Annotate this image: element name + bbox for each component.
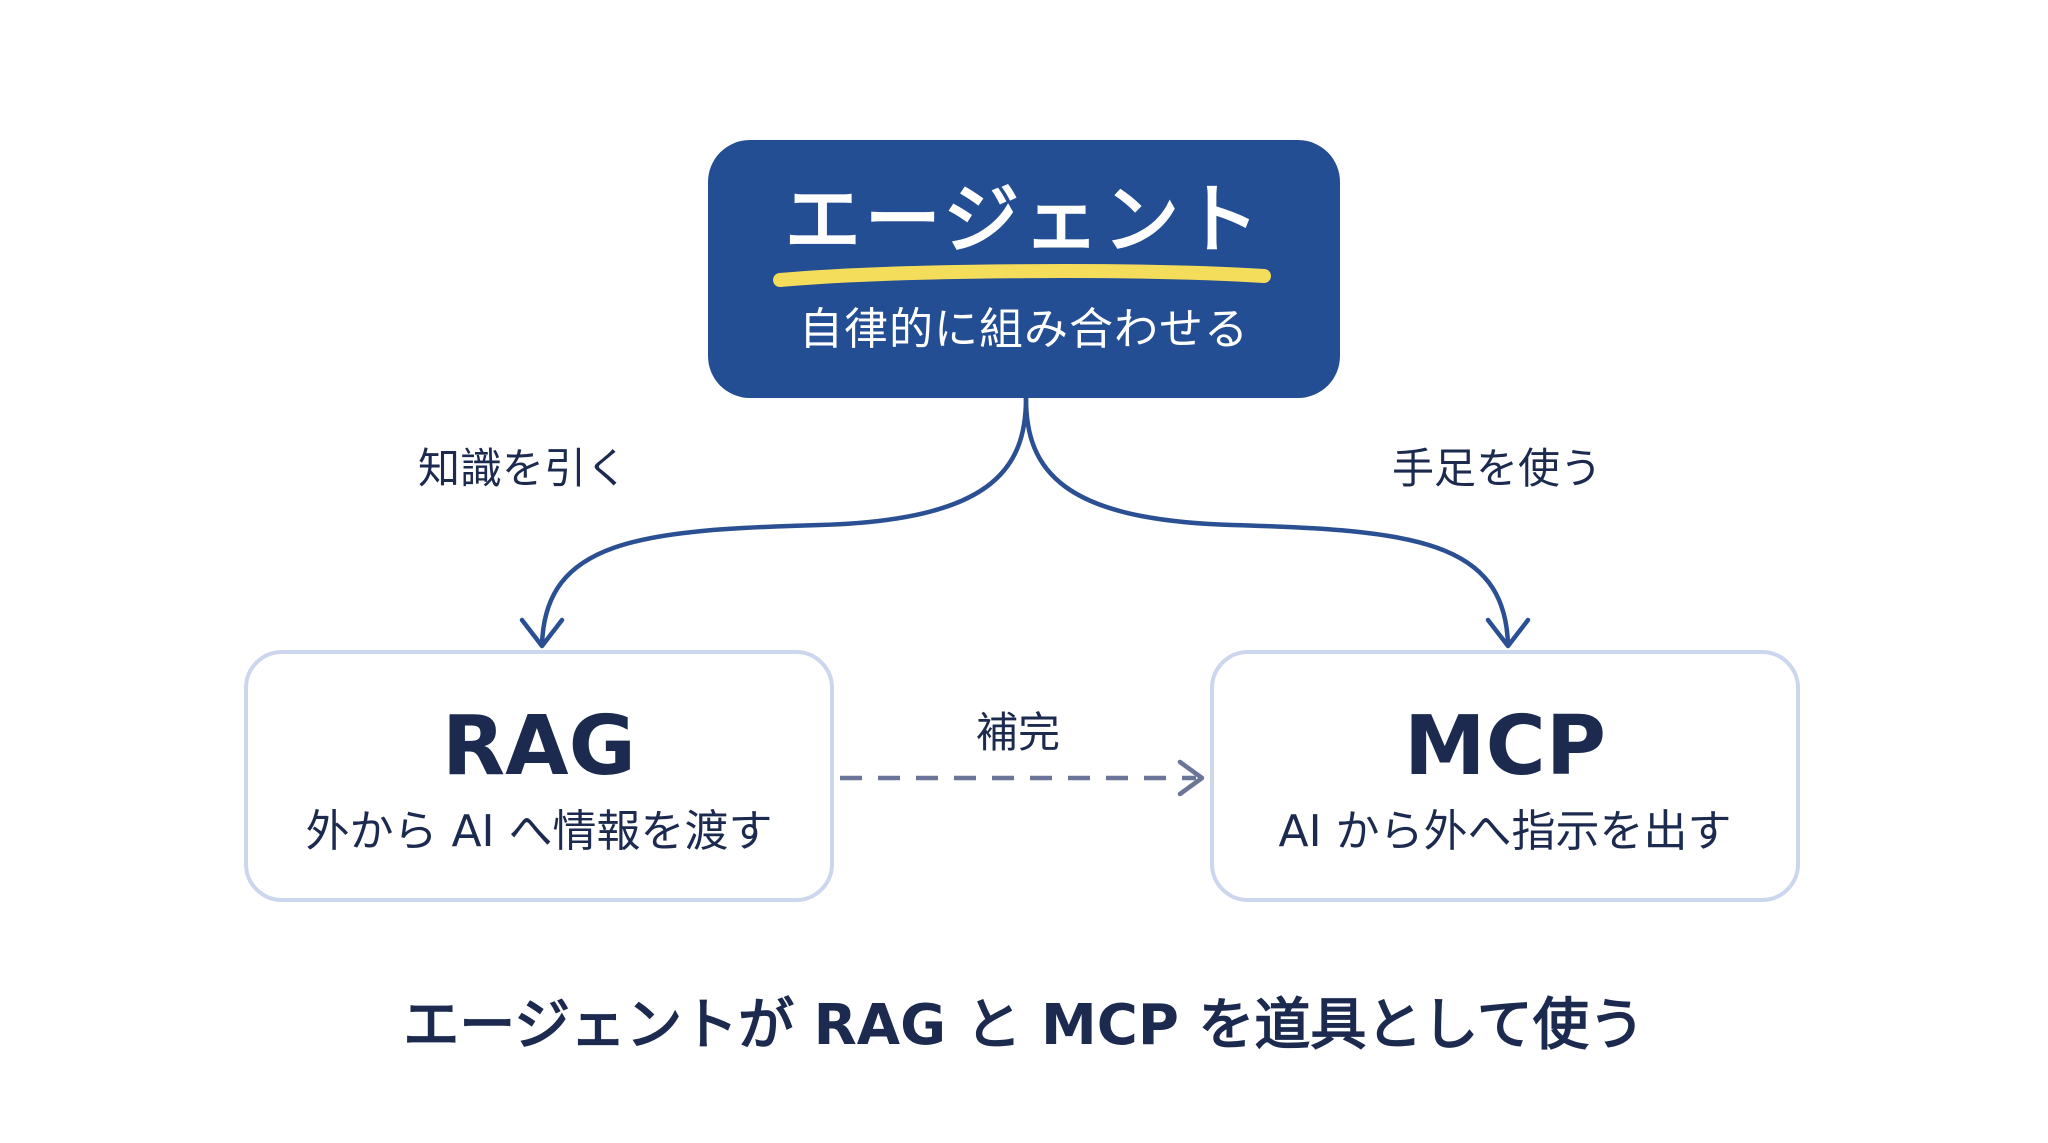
mcp-title: MCP xyxy=(1404,699,1606,794)
agent-node: エージェント 自律的に組み合わせる xyxy=(708,140,1340,398)
rag-subtitle: 外から AI へ情報を渡す xyxy=(305,806,773,857)
rag-title: RAG xyxy=(442,699,636,794)
mcp-node: MCP AI から外へ指示を出す xyxy=(1210,650,1800,902)
agent-subtitle: 自律的に組み合わせる xyxy=(799,304,1249,355)
diagram-caption: エージェントが RAG と MCP を道具として使う xyxy=(403,993,1645,1058)
agent-title: エージェント xyxy=(784,175,1264,264)
arrow-agent-to-mcp xyxy=(1023,395,1511,648)
mcp-subtitle: AI から外へ指示を出す xyxy=(1278,806,1732,857)
arrow-agent-to-rag xyxy=(539,395,1029,648)
arrowhead-rag xyxy=(519,617,565,649)
edge-label-knowledge: 知識を引く xyxy=(418,444,629,493)
arrowhead-mcp xyxy=(1485,617,1531,649)
edge-label-complement: 補完 xyxy=(976,708,1061,757)
edge-label-tools: 手足を使う xyxy=(1392,444,1603,493)
arrowhead-dashed xyxy=(1177,759,1205,797)
highlight-underline xyxy=(773,264,1271,287)
rag-node: RAG 外から AI へ情報を渡す xyxy=(244,650,834,902)
